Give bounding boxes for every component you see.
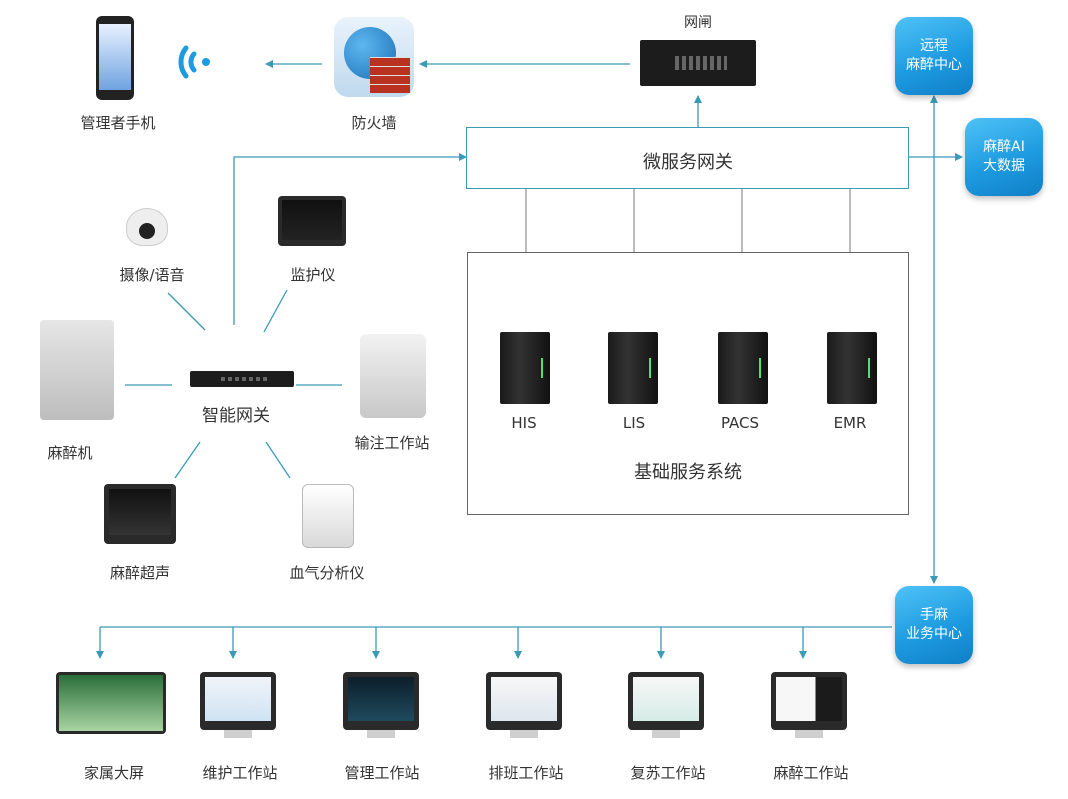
tile-line: 麻醉中心 — [906, 57, 962, 73]
family-display-icon — [56, 672, 166, 734]
workstation-monitor-icon — [486, 672, 562, 738]
basic-service-system-title: 基础服务系统 — [634, 462, 742, 483]
anesthesia-machine-label: 麻醉机 — [47, 444, 93, 462]
server-label-pacs: PACS — [720, 414, 760, 432]
ultrasound-icon — [104, 484, 176, 544]
phone-label: 管理者手机 — [80, 114, 156, 132]
workstation-label: 麻醉工作站 — [773, 764, 849, 782]
smart-gateway-label: 智能网关 — [202, 406, 270, 426]
camera-icon — [126, 208, 168, 246]
remote-anesthesia-center-tile: 远程 麻醉中心 — [895, 17, 973, 95]
workstation-monitor-icon — [628, 672, 704, 738]
workstation-monitor-icon — [200, 672, 276, 738]
server-label-his: HIS — [511, 414, 537, 432]
anesthesia-machine-icon — [40, 320, 114, 420]
blood-gas-analyzer-label: 血气分析仪 — [289, 564, 365, 582]
workstation-monitor-icon — [343, 672, 419, 738]
workstation-label: 排班工作站 — [488, 764, 564, 782]
gatekeeper-label: 网闸 — [684, 15, 712, 31]
anesthesia-ultrasound-label: 麻醉超声 — [109, 564, 171, 582]
camera-voice-label: 摄像/语音 — [119, 266, 185, 284]
anesthesia-ai-bigdata-tile: 麻醉AI 大数据 — [965, 118, 1043, 196]
tile-line: 大数据 — [983, 158, 1025, 174]
workstation-label: 家属大屏 — [83, 764, 145, 782]
tile-line: 手麻 — [920, 607, 948, 624]
server-icon — [608, 332, 658, 404]
patient-monitor-label: 监护仪 — [290, 266, 336, 284]
server-icon — [718, 332, 768, 404]
phone-icon — [96, 16, 134, 100]
wifi-icon — [178, 45, 210, 79]
tile-line: 业务中心 — [906, 626, 962, 642]
server-icon — [500, 332, 550, 404]
gatekeeper-device-icon — [640, 40, 756, 86]
infusion-workstation-label: 输注工作站 — [354, 434, 430, 452]
server-label-emr: EMR — [833, 414, 867, 432]
workstation-label: 维护工作站 — [202, 764, 278, 782]
smart-gateway-switch-icon — [190, 371, 294, 387]
micro-service-gateway — [466, 127, 909, 189]
workstation-monitor-icon — [771, 672, 847, 738]
blood-gas-analyzer-icon — [302, 484, 354, 548]
workstation-label: 复苏工作站 — [630, 764, 706, 782]
patient-monitor-icon — [278, 196, 346, 246]
firewall-label: 防火墙 — [351, 114, 397, 132]
firewall-icon — [334, 17, 414, 97]
tile-line: 麻醉AI — [983, 139, 1025, 156]
tile-line: 远程 — [920, 38, 948, 55]
server-icon — [827, 332, 877, 404]
anesthesia-business-center-tile: 手麻 业务中心 — [895, 586, 973, 664]
server-label-lis: LIS — [622, 414, 646, 432]
workstation-label: 管理工作站 — [344, 764, 420, 782]
micro-service-gateway-title: 微服务网关 — [643, 152, 733, 173]
infusion-pump-icon — [360, 334, 426, 418]
